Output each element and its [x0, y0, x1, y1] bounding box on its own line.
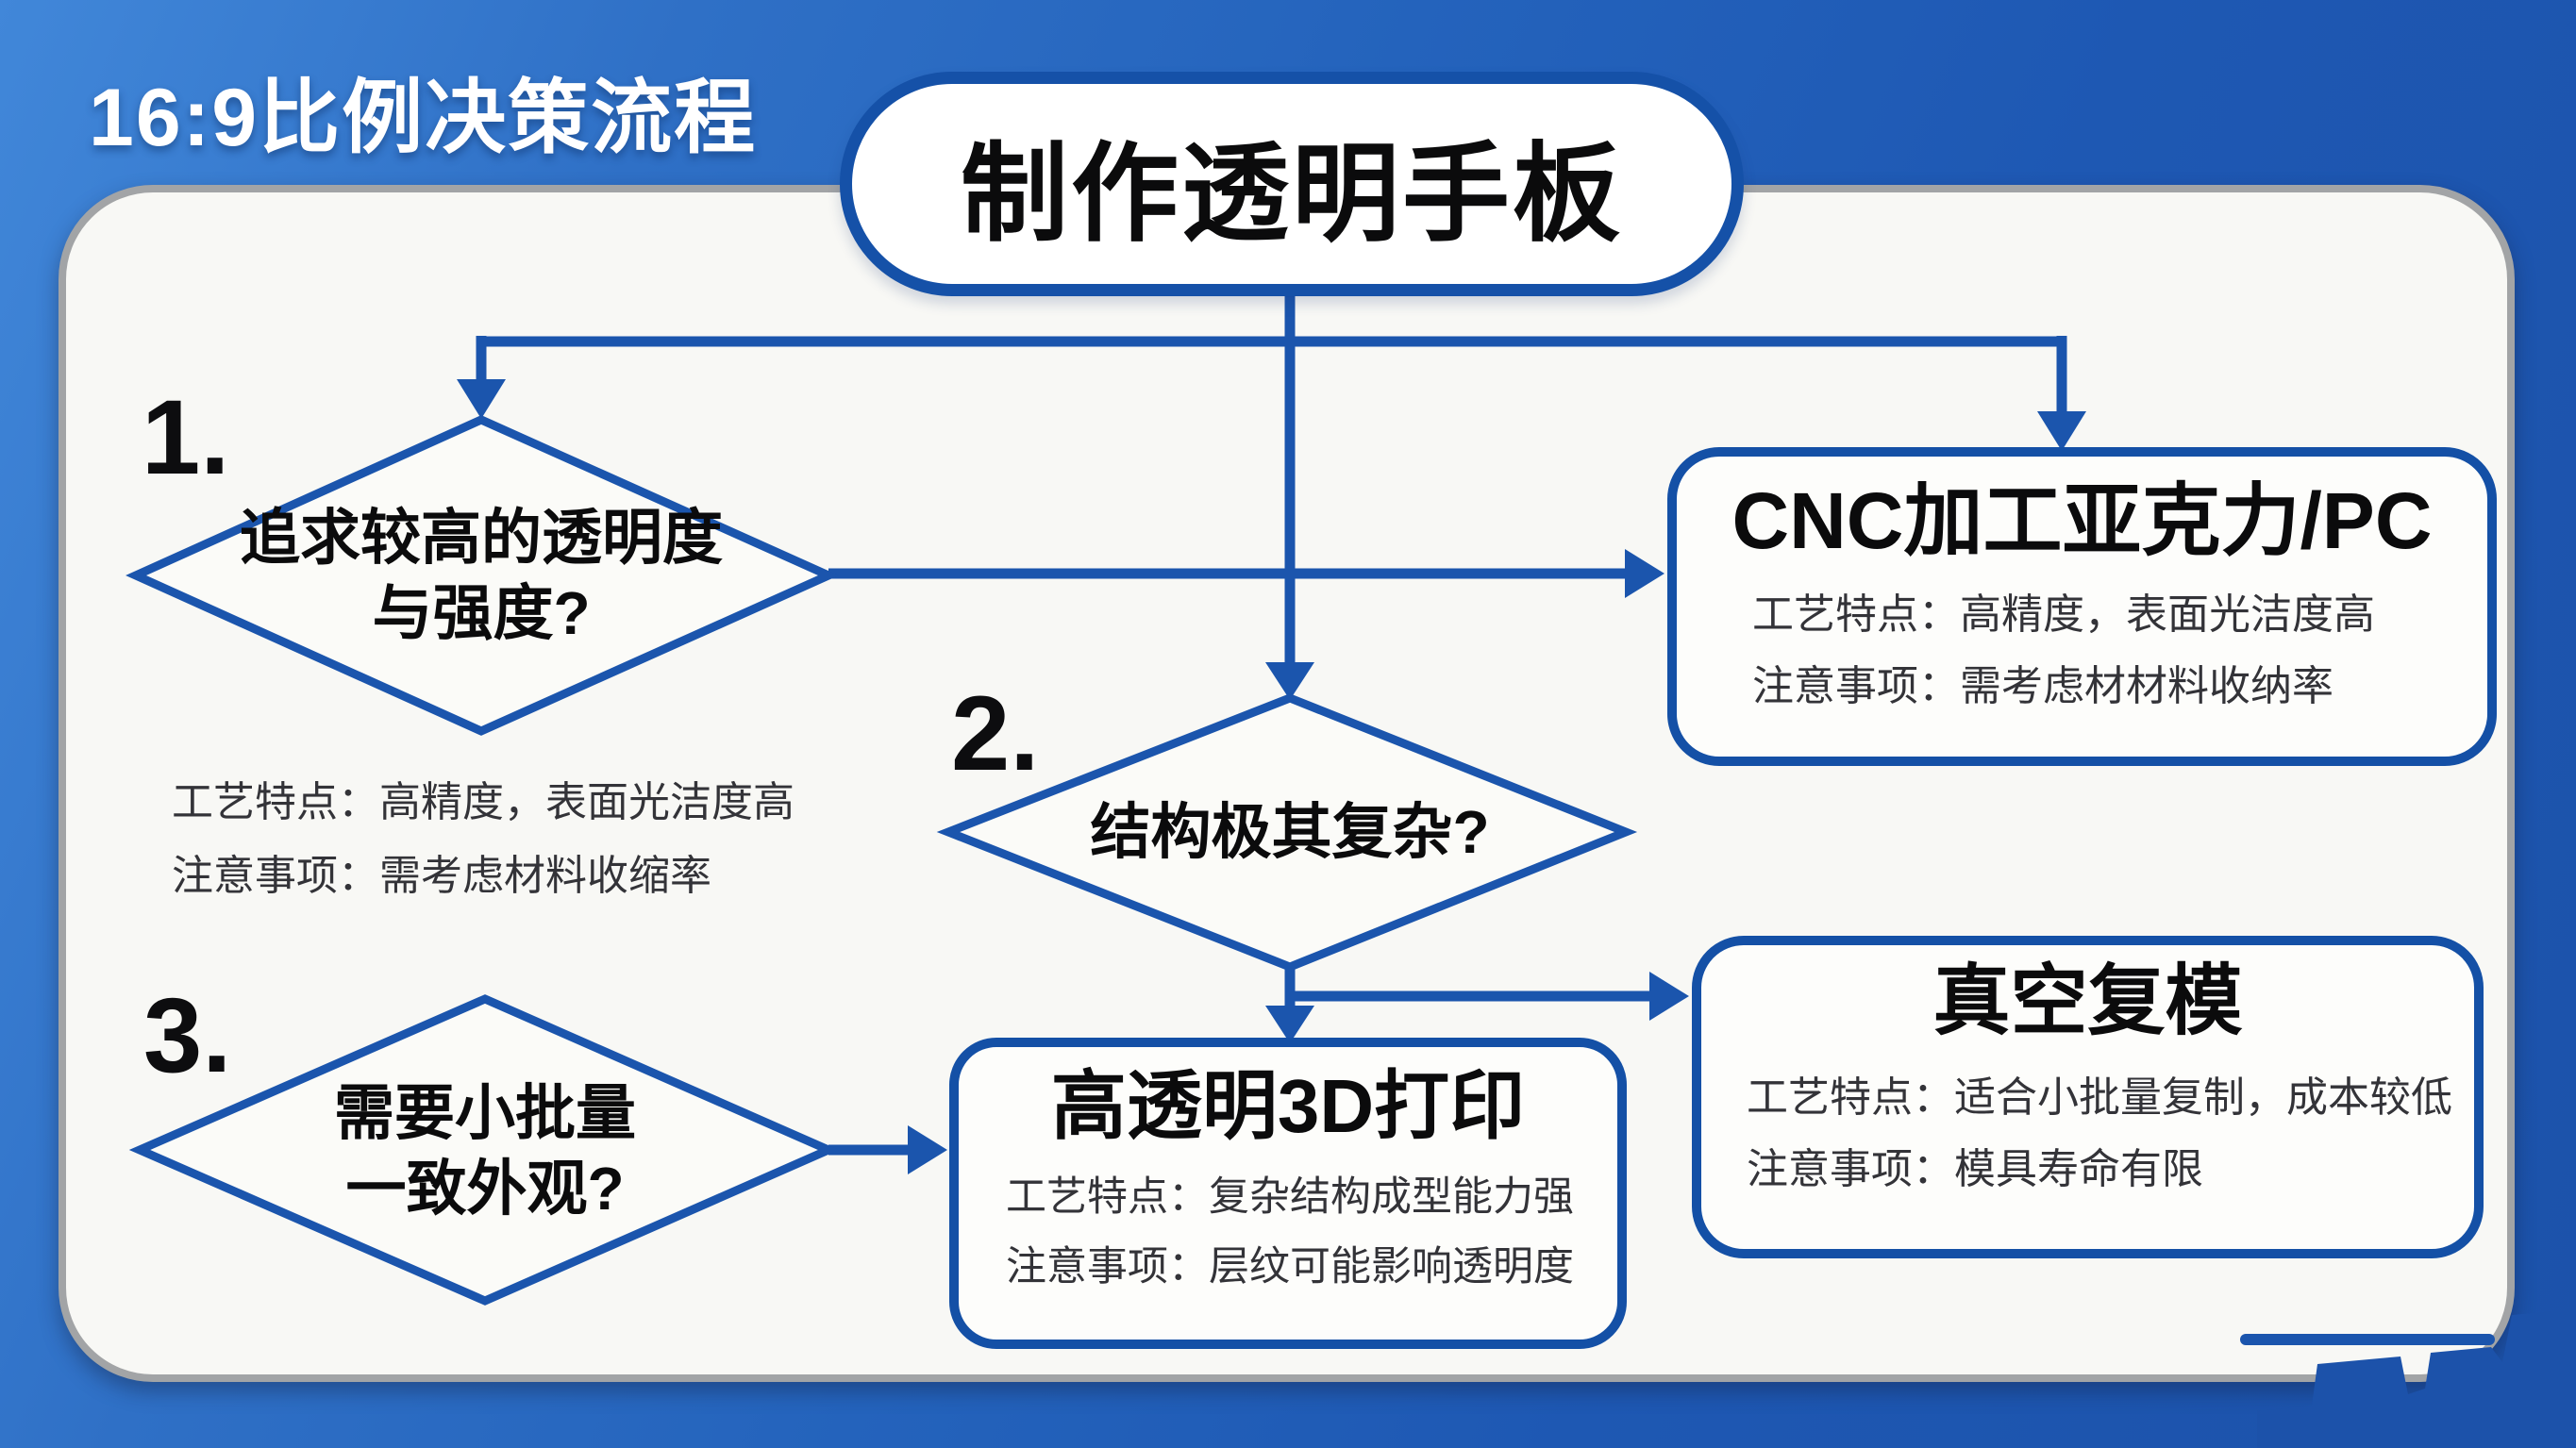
decision-1-note-caution: 注意事项：需考虑材料收缩率	[172, 853, 711, 899]
torn-corner-shape	[2257, 1309, 2576, 1448]
decision-1-note-craft: 工艺特点：高精度，表面光洁度高	[172, 779, 795, 825]
decision-1-line2: 与强度?	[372, 579, 591, 647]
decision-3-line1: 需要小批量	[334, 1079, 636, 1147]
decision-3-label: 需要小批量 一致外观?	[155, 1075, 815, 1226]
process-vacuum-caution: 注意事项：模具寿命有限	[1747, 1146, 2203, 1192]
page-title: 16:9比例决策流程	[89, 73, 758, 163]
arrowheads	[457, 379, 2086, 1174]
decision-diamond-3	[128, 994, 840, 1306]
process-3dprint-body: 工艺特点：复杂结构成型能力强 注意事项：层纹可能影响透明度	[959, 1162, 1617, 1302]
decision-1-label: 追求较高的透明度 与强度?	[151, 500, 811, 651]
process-box-vacuum: 真空复模 工艺特点：适合小批量复制，成本较低 注意事项：模具寿命有限	[1692, 936, 2484, 1258]
decision-1-number: 1.	[142, 378, 230, 496]
process-cnc-craft: 工艺特点：高精度，表面光洁度高	[1752, 591, 2375, 638]
arrowhead-down-icon	[2037, 411, 2086, 451]
arrowhead-right-icon	[1625, 549, 1664, 598]
decision-diamonds	[125, 415, 1638, 1306]
process-3dprint-title: 高透明3D打印	[1050, 1064, 1526, 1148]
process-3dprint-caution: 注意事项：层纹可能影响透明度	[1006, 1244, 1574, 1290]
decision-2-line1: 结构极其复杂?	[1090, 798, 1490, 866]
decision-3-line2: 一致外观?	[345, 1155, 625, 1223]
process-cnc-title: CNC加工亚克力/PC	[1731, 476, 2433, 565]
start-node-label: 制作透明手板	[960, 134, 1623, 255]
decision-2-label: 结构极其复杂?	[981, 794, 1598, 870]
decision-1-line1: 追求较高的透明度	[240, 504, 723, 572]
process-cnc-caution: 注意事项：需考虑材材料收纳率	[1752, 663, 2333, 709]
decision-1-notes: 工艺特点：高精度，表面光洁度高 注意事项：需考虑材料收缩率	[172, 766, 795, 913]
process-3dprint-craft: 工艺特点：复杂结构成型能力强	[1006, 1174, 1574, 1220]
arrowhead-down-icon	[1265, 1006, 1314, 1043]
process-cnc-body: 工艺特点：高精度，表面光洁度高 注意事项：需考虑材材料收纳率	[1677, 579, 2487, 723]
process-vacuum-craft: 工艺特点：适合小批量复制，成本较低	[1747, 1074, 2452, 1121]
process-vacuum-title: 真空复模	[1932, 958, 2243, 1044]
decision-diamond-1	[125, 415, 839, 736]
decision-diamond-2	[936, 693, 1638, 972]
arrowhead-down-icon	[1265, 662, 1314, 700]
process-vacuum-body: 工艺特点：适合小批量复制，成本较低 注意事项：模具寿命有限	[1701, 1062, 2474, 1206]
decision-2-number: 2.	[951, 674, 1040, 792]
start-node: 制作透明手板	[840, 72, 1744, 296]
process-box-cnc: CNC加工亚克力/PC 工艺特点：高精度，表面光洁度高 注意事项：需考虑材材料收…	[1667, 447, 2497, 766]
decision-3-number: 3.	[143, 976, 232, 1094]
watermark-line	[2240, 1334, 2495, 1345]
arrowhead-down-icon	[457, 379, 506, 419]
arrowhead-right-icon	[908, 1125, 947, 1174]
arrowhead-right-icon	[1649, 972, 1689, 1021]
process-box-3dprint: 高透明3D打印 工艺特点：复杂结构成型能力强 注意事项：层纹可能影响透明度	[949, 1038, 1627, 1349]
